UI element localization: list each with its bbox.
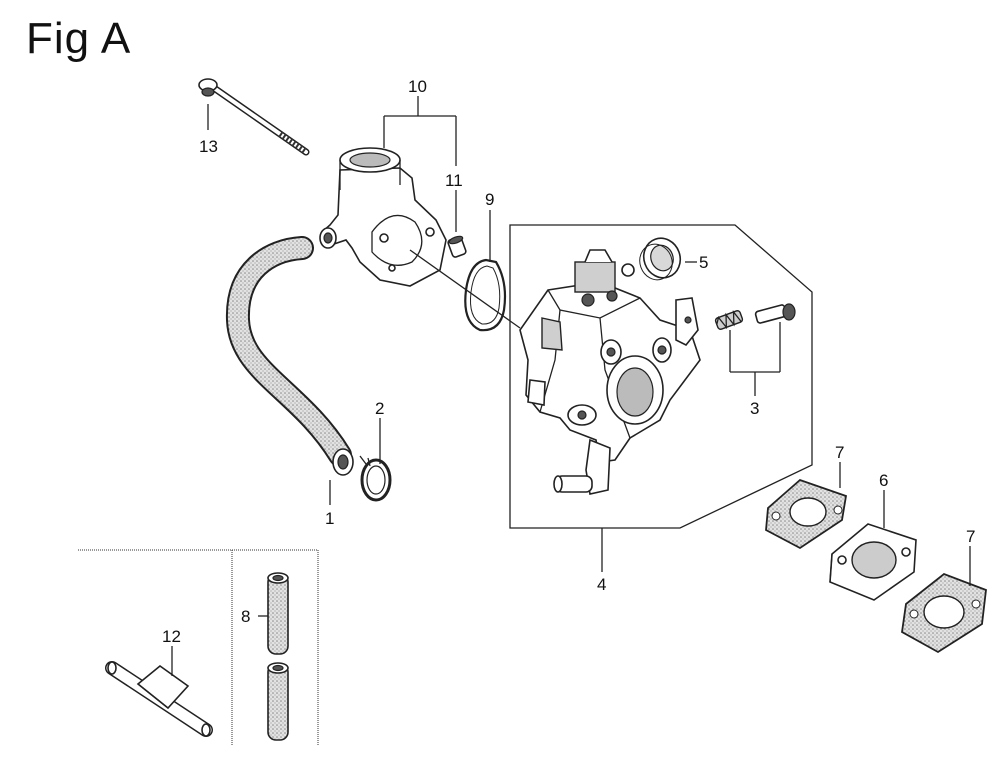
housing-part-10 (319, 147, 447, 287)
callout-13: 13 (199, 137, 218, 156)
gasket-part-9 (464, 258, 507, 332)
callout-9: 9 (485, 190, 494, 209)
hose-part-8 (267, 572, 289, 741)
callout-8: 8 (241, 607, 250, 626)
callout-10: 10 (408, 77, 427, 96)
callout-2: 2 (375, 399, 384, 418)
leader-lines (171, 96, 971, 676)
figure-title: Fig A (26, 14, 132, 63)
callout-3: 3 (750, 399, 759, 418)
bolt-part-13 (198, 78, 310, 156)
callout-1: 1 (325, 509, 334, 528)
clip-part-2 (359, 455, 392, 502)
hose-part-1 (225, 236, 354, 476)
screws-part-3 (714, 303, 796, 330)
plug-part-11 (447, 235, 467, 258)
carburetor-part-4 (519, 249, 701, 495)
callout-11: 11 (445, 171, 463, 190)
assembly-outline-part-4 (509, 224, 813, 529)
gasket-part-7-upper (765, 478, 848, 550)
callout-7-upper: 7 (835, 443, 844, 462)
callout-4: 4 (597, 575, 606, 594)
callout-5: 5 (699, 253, 708, 272)
callout-6: 6 (879, 471, 888, 490)
gasket-part-7-lower (901, 572, 987, 654)
seal-part-5 (639, 237, 682, 281)
callout-12: 12 (162, 627, 181, 646)
insulator-part-6 (829, 523, 917, 601)
filter-part-12 (105, 661, 213, 737)
callout-7-lower: 7 (966, 527, 975, 546)
